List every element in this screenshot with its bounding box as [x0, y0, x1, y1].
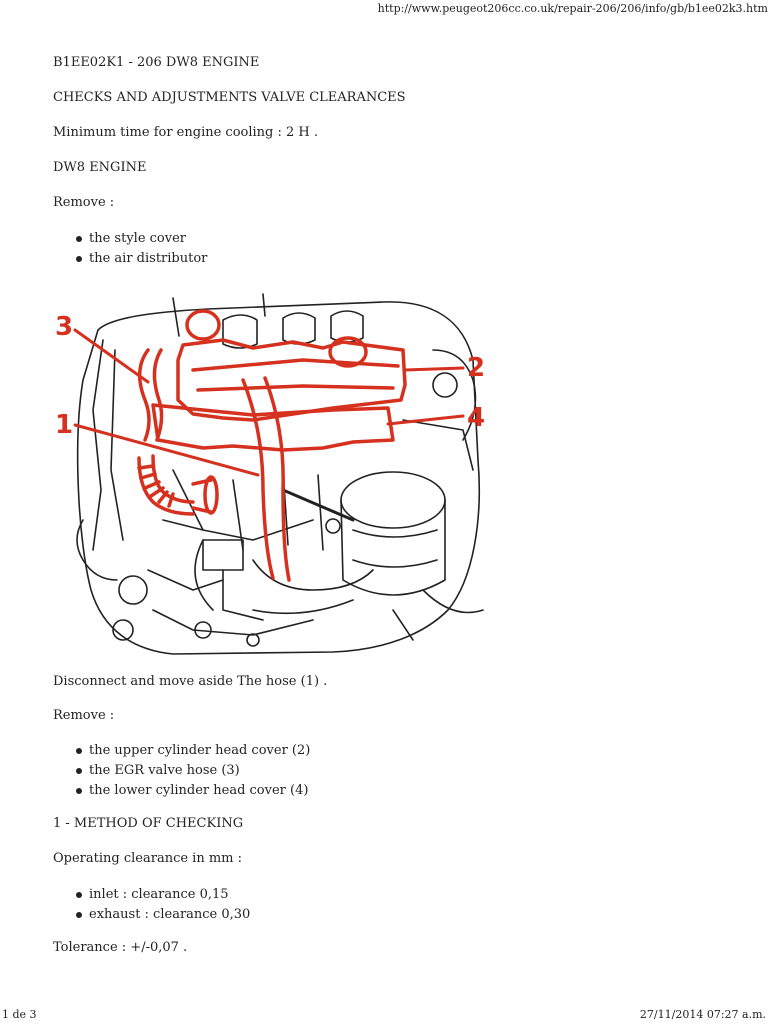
remove-label-2: Remove : — [53, 708, 115, 723]
clearance-list: inlet : clearance 0,15 exhaust : clearan… — [53, 886, 250, 926]
remove-list-2: the upper cylinder head cover (2) the EG… — [53, 742, 310, 802]
list-item: the air distributor — [53, 250, 207, 270]
engine-diagram: 3 1 2 4 — [53, 290, 488, 662]
engine-diagram-svg: 3 1 2 4 — [55, 293, 485, 655]
list-item: inlet : clearance 0,15 — [53, 886, 250, 906]
tolerance-text: Tolerance : +/-0,07 . — [53, 940, 188, 955]
disconnect-text: Disconnect and move aside The hose (1) . — [53, 674, 328, 689]
callout-2: 2 — [467, 353, 485, 383]
remove-list-1: the style cover the air distributor — [53, 230, 207, 270]
list-item: the upper cylinder head cover (2) — [53, 742, 310, 762]
cooling-time-text: Minimum time for engine cooling : 2 H . — [53, 125, 319, 140]
document-code-title: B1EE02K1 - 206 DW8 ENGINE — [53, 55, 260, 70]
callout-1: 1 — [55, 410, 73, 440]
print-datetime: 27/11/2014 07:27 a.m. — [639, 1008, 766, 1021]
remove-label-1: Remove : — [53, 195, 115, 210]
method-heading: 1 - METHOD OF CHECKING — [53, 816, 244, 831]
page-number: 1 de 3 — [2, 1008, 37, 1021]
callout-3: 3 — [55, 312, 73, 342]
list-item: the lower cylinder head cover (4) — [53, 782, 310, 802]
page-url: http://www.peugeot206cc.co.uk/repair-206… — [377, 2, 768, 15]
callout-4: 4 — [467, 403, 485, 433]
list-item: exhaust : clearance 0,30 — [53, 906, 250, 926]
operating-clearance-label: Operating clearance in mm : — [53, 851, 243, 866]
section-title: CHECKS AND ADJUSTMENTS VALVE CLEARANCES — [53, 90, 406, 105]
engine-heading: DW8 ENGINE — [53, 160, 147, 175]
list-item: the style cover — [53, 230, 207, 250]
list-item: the EGR valve hose (3) — [53, 762, 310, 782]
